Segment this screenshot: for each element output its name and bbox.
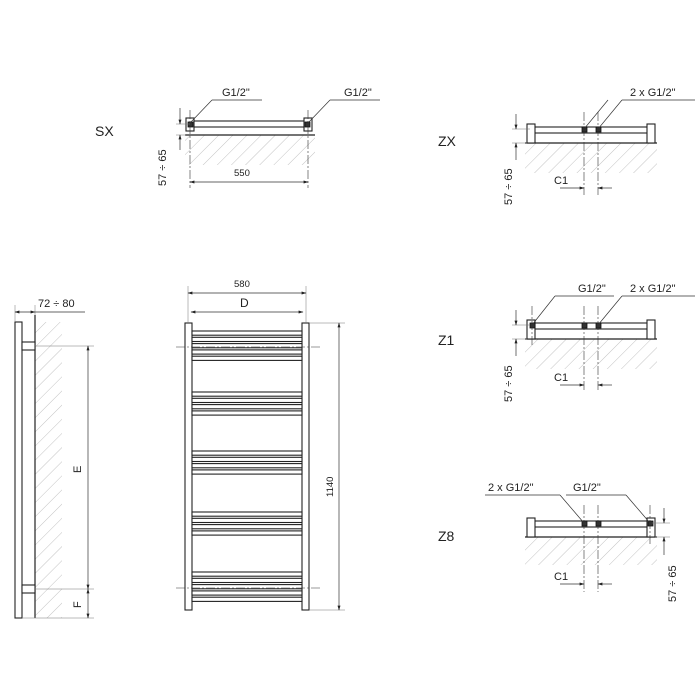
- front-crossbar: [191, 330, 303, 336]
- z8-right-bracket: [646, 517, 656, 538]
- sx-conn-right: G1/2": [344, 87, 372, 99]
- sx-conn-left: G1/2": [222, 87, 250, 99]
- front-crossbar: [191, 336, 303, 343]
- z8-conn-double: 2 x G1/2": [488, 482, 534, 494]
- zx-spacing: C1: [554, 175, 568, 187]
- side-height-e: E: [72, 466, 84, 473]
- zx-rail: [529, 126, 653, 134]
- front-crossbar: [191, 410, 303, 416]
- z8-left-bracket: [526, 517, 536, 538]
- front-crossbar: [191, 397, 303, 404]
- side-radiator-profile: [14, 321, 23, 619]
- sx-width-value: 550: [234, 168, 250, 179]
- sx-view: SX G1/2" G1/2" 550 57 ÷ 65: [95, 87, 380, 188]
- zx-view: ZX 2 x G1/2" C1 57 ÷ 65: [438, 87, 695, 205]
- zx-valve-1: [581, 126, 588, 133]
- front-width-d: D: [240, 296, 249, 310]
- z8-rail: [529, 520, 653, 528]
- front-crossbar: [191, 391, 303, 397]
- z8-valve-2: [595, 520, 602, 527]
- side-view: 72 ÷ 80 E F: [14, 298, 94, 619]
- z8-spacing: C1: [554, 571, 568, 583]
- front-crossbar: [191, 524, 303, 530]
- front-crossbar: [191, 517, 303, 524]
- sx-right-valve: [304, 121, 311, 128]
- z1-wall-hatch: [525, 339, 657, 369]
- front-crossbar: [191, 577, 303, 584]
- z1-label: Z1: [438, 332, 455, 348]
- z1-conn-double: 2 x G1/2": [630, 283, 676, 295]
- zx-leader: [597, 99, 623, 130]
- front-crossbar: [191, 404, 303, 410]
- front-crossbar: [191, 571, 303, 577]
- zx-label: ZX: [438, 133, 457, 149]
- zx-right-bracket: [646, 123, 656, 144]
- z1-left-bracket: [526, 319, 536, 340]
- front-crossbar: [191, 511, 303, 517]
- z8-wall-hatch: [525, 537, 657, 565]
- z8-offset-value: 57 ÷ 65: [667, 565, 679, 602]
- front-crossbar: [191, 463, 303, 469]
- z1-rail: [529, 322, 653, 330]
- sx-wall-hatch: [185, 135, 315, 165]
- front-height-value: 1140: [325, 477, 336, 497]
- front-crossbar: [191, 456, 303, 463]
- side-height-f: F: [72, 601, 84, 608]
- z1-valve-2: [595, 322, 602, 329]
- zx-valve-2: [595, 126, 602, 133]
- zx-conn: 2 x G1/2": [630, 87, 676, 99]
- z8-conn-single: G1/2": [573, 482, 601, 494]
- front-crossbar: [191, 590, 303, 596]
- side-depth-value: 72 ÷ 80: [38, 298, 75, 310]
- front-crossbar: [191, 530, 303, 536]
- zx-offset-value: 57 ÷ 65: [503, 168, 515, 205]
- sx-rail: [187, 120, 311, 128]
- z8-view: Z8 2 x G1/2" G1/2" C1 57 ÷ 65: [438, 482, 679, 602]
- z1-leader-double: [597, 295, 623, 326]
- zx-wall-hatch: [525, 143, 657, 173]
- sx-label: SX: [95, 123, 114, 139]
- z8-label: Z8: [438, 528, 455, 544]
- front-width-total: 580: [234, 279, 250, 290]
- front-crossbar: [191, 450, 303, 456]
- front-view: 580 D 1140: [176, 279, 345, 611]
- front-crossbar: [191, 584, 303, 590]
- z8-leader-single: [625, 494, 651, 524]
- zx-leader-2: [583, 99, 609, 130]
- front-crossbar: [191, 343, 303, 349]
- sx-leader-right: [307, 99, 331, 124]
- front-crossbar: [191, 349, 303, 355]
- z8-valve-right: [647, 520, 654, 527]
- z1-valve-1: [581, 322, 588, 329]
- sx-offset-value: 57 ÷ 65: [157, 149, 169, 186]
- sx-leader-left: [189, 99, 213, 124]
- front-crossbar: [191, 596, 303, 602]
- z8-leader-double: [559, 494, 585, 524]
- side-bracket-bottom: [21, 584, 36, 594]
- z8-valve-1: [581, 520, 588, 527]
- front-crossbar: [191, 355, 303, 361]
- z1-conn-single: G1/2": [578, 283, 606, 295]
- z1-offset-value: 57 ÷ 65: [503, 365, 515, 402]
- z1-valve-left: [529, 322, 536, 329]
- side-wall-hatch: [35, 322, 62, 618]
- z1-view: Z1 G1/2" 2 x G1/2" C1 57 ÷ 65: [438, 283, 695, 402]
- z1-right-bracket: [646, 319, 656, 340]
- z1-spacing: C1: [554, 372, 568, 384]
- front-left-upright: [184, 322, 193, 611]
- front-right-upright: [301, 322, 310, 611]
- side-bracket-top: [21, 341, 36, 351]
- zx-left-bracket: [526, 123, 536, 144]
- front-crossbar: [191, 469, 303, 475]
- front-crossbars: [191, 330, 303, 602]
- z1-leader-single: [531, 295, 556, 326]
